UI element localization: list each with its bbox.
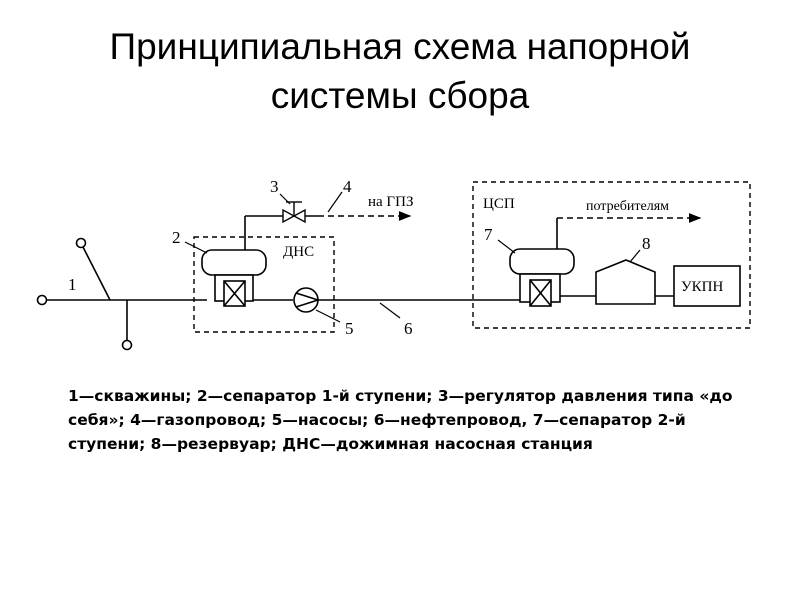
label-8-leader [629,249,641,263]
pressure-regulator [282,201,306,224]
ukpn-label: УКПН [681,279,723,295]
slide-title: Принципиальная схема напорной системы сб… [0,22,800,120]
separator-stage-1 [201,216,267,307]
legend-text: 1—скважины; 2—сепаратор 1-й ступени; 3—р… [68,387,733,453]
label-3: 3 [270,177,279,196]
separator-2-vessel [509,248,575,275]
label-2-leader [184,241,208,254]
well-line-top [82,246,111,301]
label-6: 6 [404,319,413,338]
label-4: 4 [343,177,352,196]
title-line-1: Принципиальная схема напорной [109,26,691,67]
to-consumers-label: потребителям [586,199,669,214]
ukpn-box [673,265,741,307]
label-5: 5 [345,319,354,338]
well-marker-bottom [121,339,133,351]
label-7-leader [497,239,516,254]
pump-body [293,287,319,313]
separator-1-support-cross-b [223,280,246,307]
label-7: 7 [484,225,493,244]
csp-boundary [472,181,751,329]
title-line-2: системы сбора [270,75,530,116]
separator-1-vessel [201,249,267,276]
separator-stage-2 [509,218,575,307]
well-marker-left [36,294,48,306]
csp-label: ЦСП [483,196,515,212]
label-1: 1 [68,275,77,294]
tank [595,259,656,305]
to-gpz-label: на ГПЗ [368,194,413,210]
label-5-leader [315,309,341,323]
label-2: 2 [172,228,181,247]
well-marker-top [75,237,87,249]
dns-label: ДНС [283,244,314,260]
label-4-leader [327,191,343,213]
separator-2-support-cross-b [529,279,552,307]
label-6-leader [379,302,401,319]
pump [293,287,321,313]
wells [36,237,207,351]
label-3-leader [279,193,291,205]
label-8: 8 [642,234,651,253]
